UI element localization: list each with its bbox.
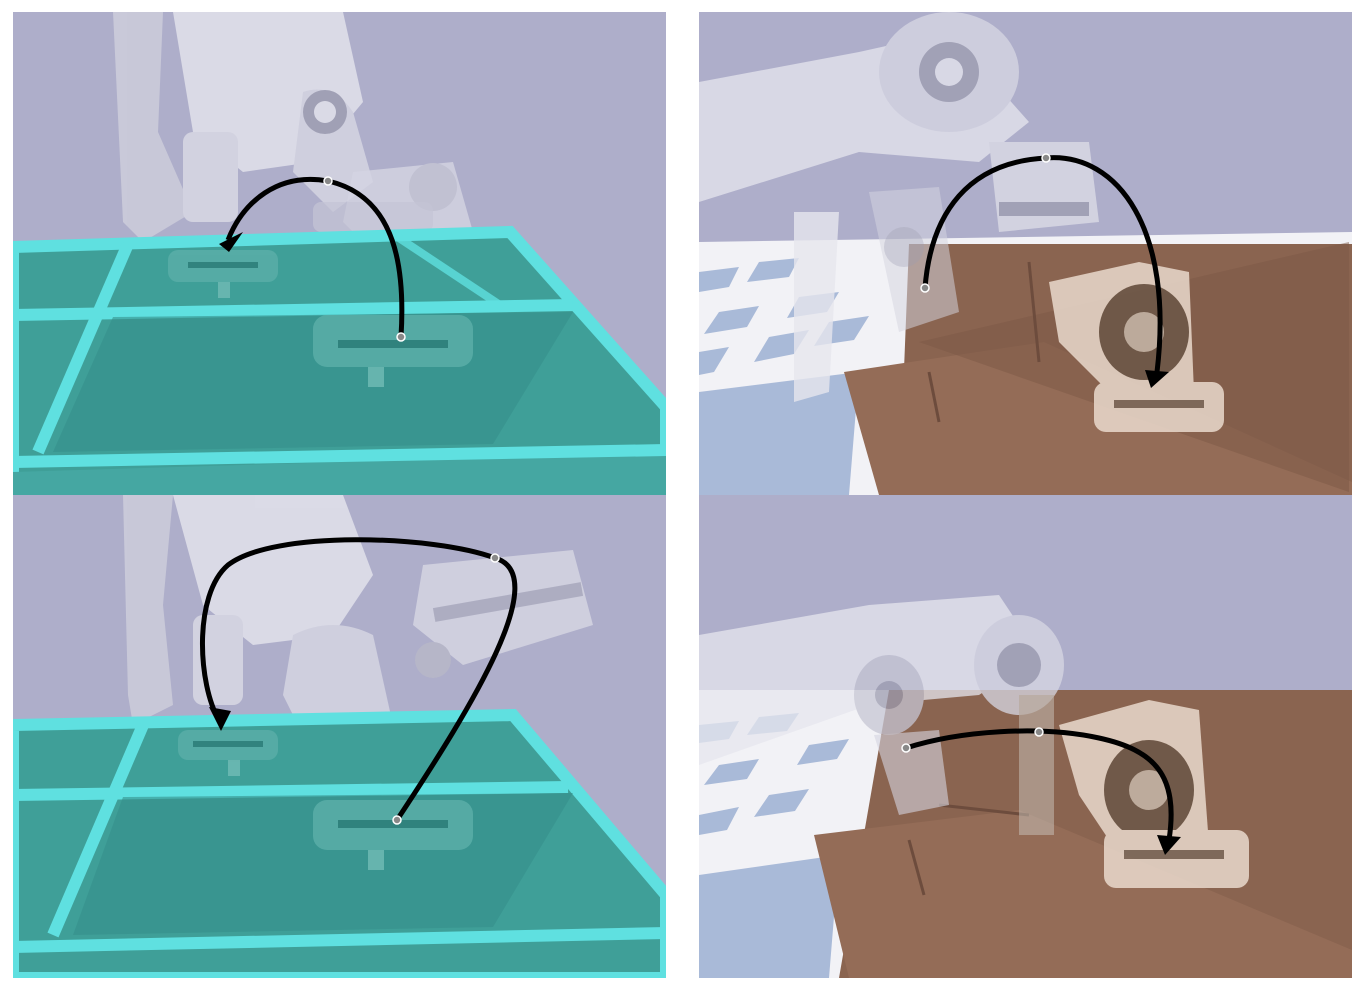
waypoint-marker — [901, 743, 911, 753]
panel-top-right — [699, 12, 1352, 495]
waypoint-marker — [392, 815, 402, 825]
trajectory-arrow — [901, 727, 1181, 855]
waypoint-marker — [396, 332, 406, 342]
robot-arm — [123, 495, 593, 775]
waypoint-marker — [323, 176, 333, 186]
gripper-poses — [168, 250, 473, 387]
waypoint-marker — [920, 283, 930, 293]
trajectory-arrow — [920, 153, 1169, 388]
wooden-box — [814, 690, 1352, 978]
waypoint-marker — [1041, 153, 1051, 163]
waypoint-marker — [1034, 727, 1044, 737]
panel-top-left — [13, 12, 666, 495]
panel-bottom-left — [13, 495, 666, 978]
trajectory-arrow — [200, 537, 518, 825]
waypoint-marker — [490, 553, 500, 563]
trajectory-arrow — [219, 176, 406, 342]
panel-bottom-right — [699, 495, 1352, 978]
gripper-poses — [178, 730, 473, 870]
robot-arm — [699, 595, 1064, 835]
robot-arm — [699, 12, 1099, 332]
